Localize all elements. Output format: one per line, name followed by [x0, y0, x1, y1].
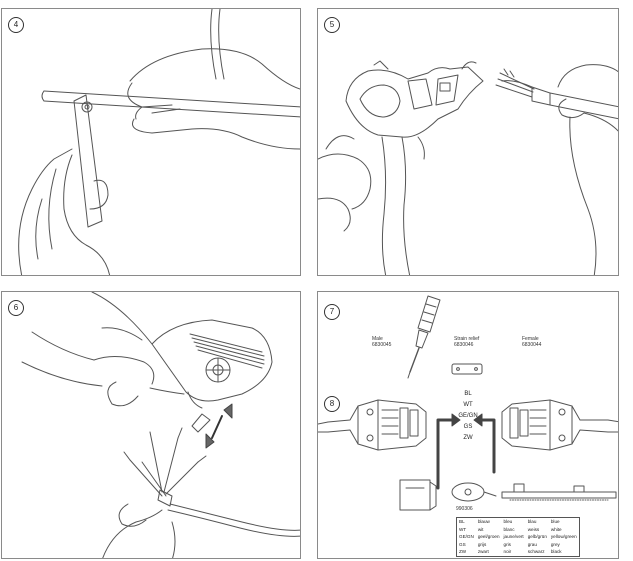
step-number-7: 7: [324, 304, 340, 320]
arrow-icon: [436, 413, 496, 490]
step-6-panel: 6: [1, 291, 301, 559]
step-7-panel: 7 8 Male 6830045 Strain relief 6830046 F…: [317, 291, 619, 559]
cable-strip-illustration: [18, 9, 300, 275]
connector-assembly-illustration: [318, 295, 618, 511]
arrow-icon: [205, 403, 233, 449]
strain-relief-label: Strain relief 6830046: [454, 336, 480, 348]
step-number-8: 8: [324, 396, 340, 412]
wire-code: GS: [463, 424, 473, 430]
crimping-tool-icon: [21, 292, 300, 558]
wire-stripper-icon: [318, 60, 618, 275]
wire-code: BL: [464, 391, 472, 397]
screwdriver-icon: [407, 295, 441, 379]
wire-code-list: BL WT GE/GN GS ZW: [455, 389, 481, 444]
step-number-6: 6: [8, 300, 24, 316]
wire-code: WT: [463, 402, 473, 408]
female-label: Female 6830044: [522, 336, 542, 348]
wire-code: ZW: [463, 435, 473, 441]
step-number-4: 4: [8, 17, 24, 33]
wire-code: GE/GN: [458, 413, 478, 419]
step-5-panel: 5: [317, 8, 619, 276]
step-number-5: 5: [324, 17, 340, 33]
male-label: Male 6830045: [372, 336, 392, 348]
tool-code-label: 990306: [456, 506, 473, 512]
step-4-panel: 4: [1, 8, 301, 276]
